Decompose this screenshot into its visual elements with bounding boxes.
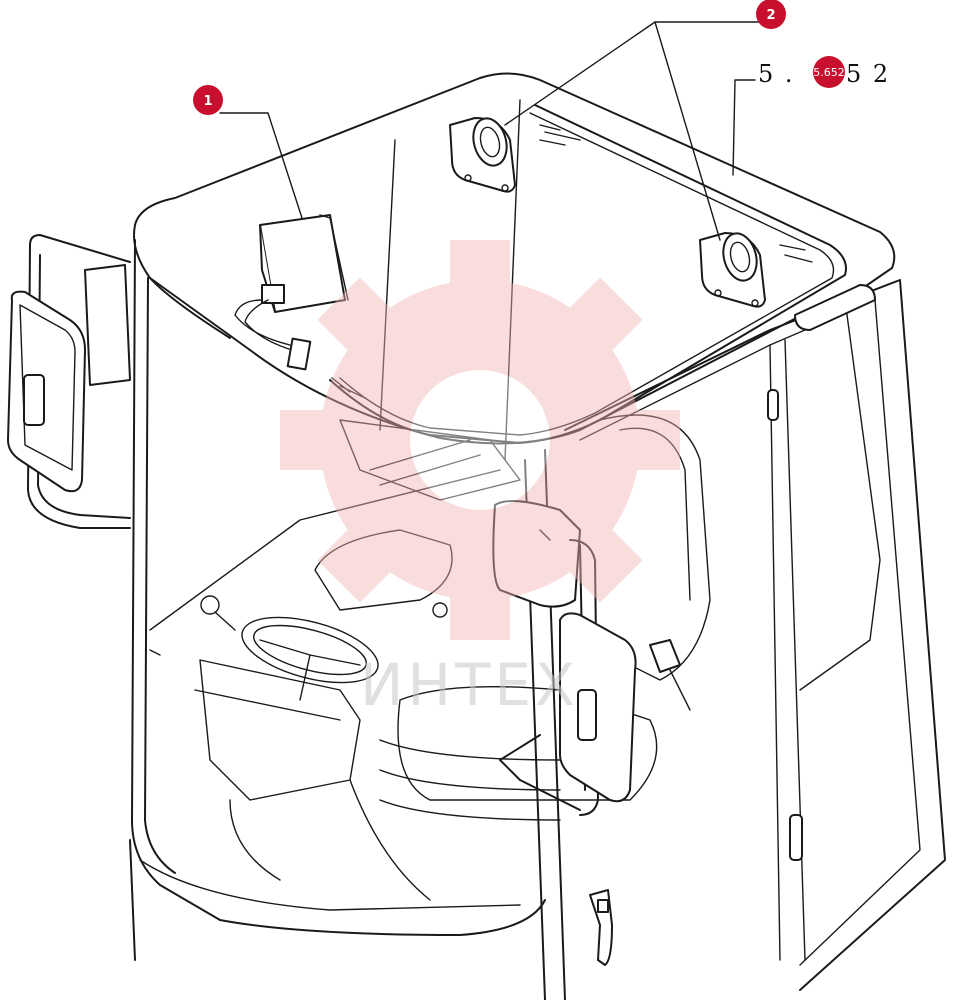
door-frame [564,279,946,991]
reference-suffix: 5 2 [846,60,890,88]
callout-2-label: 2 [766,8,775,23]
callout-1: 1 [193,85,223,115]
callout-2: 2 [756,0,786,29]
reference-badge: 5.652 [813,66,845,79]
door-handle [589,889,613,966]
watermark-text: ИНТЕХ [360,651,579,719]
speaker-right [699,232,766,308]
wiring-harness [329,104,847,444]
leader-lines [219,21,761,241]
right-mirror [499,539,637,816]
reference-prefix: 5 . [758,60,795,88]
roof-outline [134,72,896,291]
left-mirror [7,234,131,529]
speaker-left [449,117,516,193]
watermark [280,240,680,640]
left-pillar [131,239,221,921]
interior [194,414,711,901]
callout-1-label: 1 [203,94,212,109]
reference-number: 5 . 5.652 5 2 [758,56,890,88]
watermark-gear-icon [280,240,680,640]
radio-unit [234,214,349,371]
grab-bar [767,284,876,861]
